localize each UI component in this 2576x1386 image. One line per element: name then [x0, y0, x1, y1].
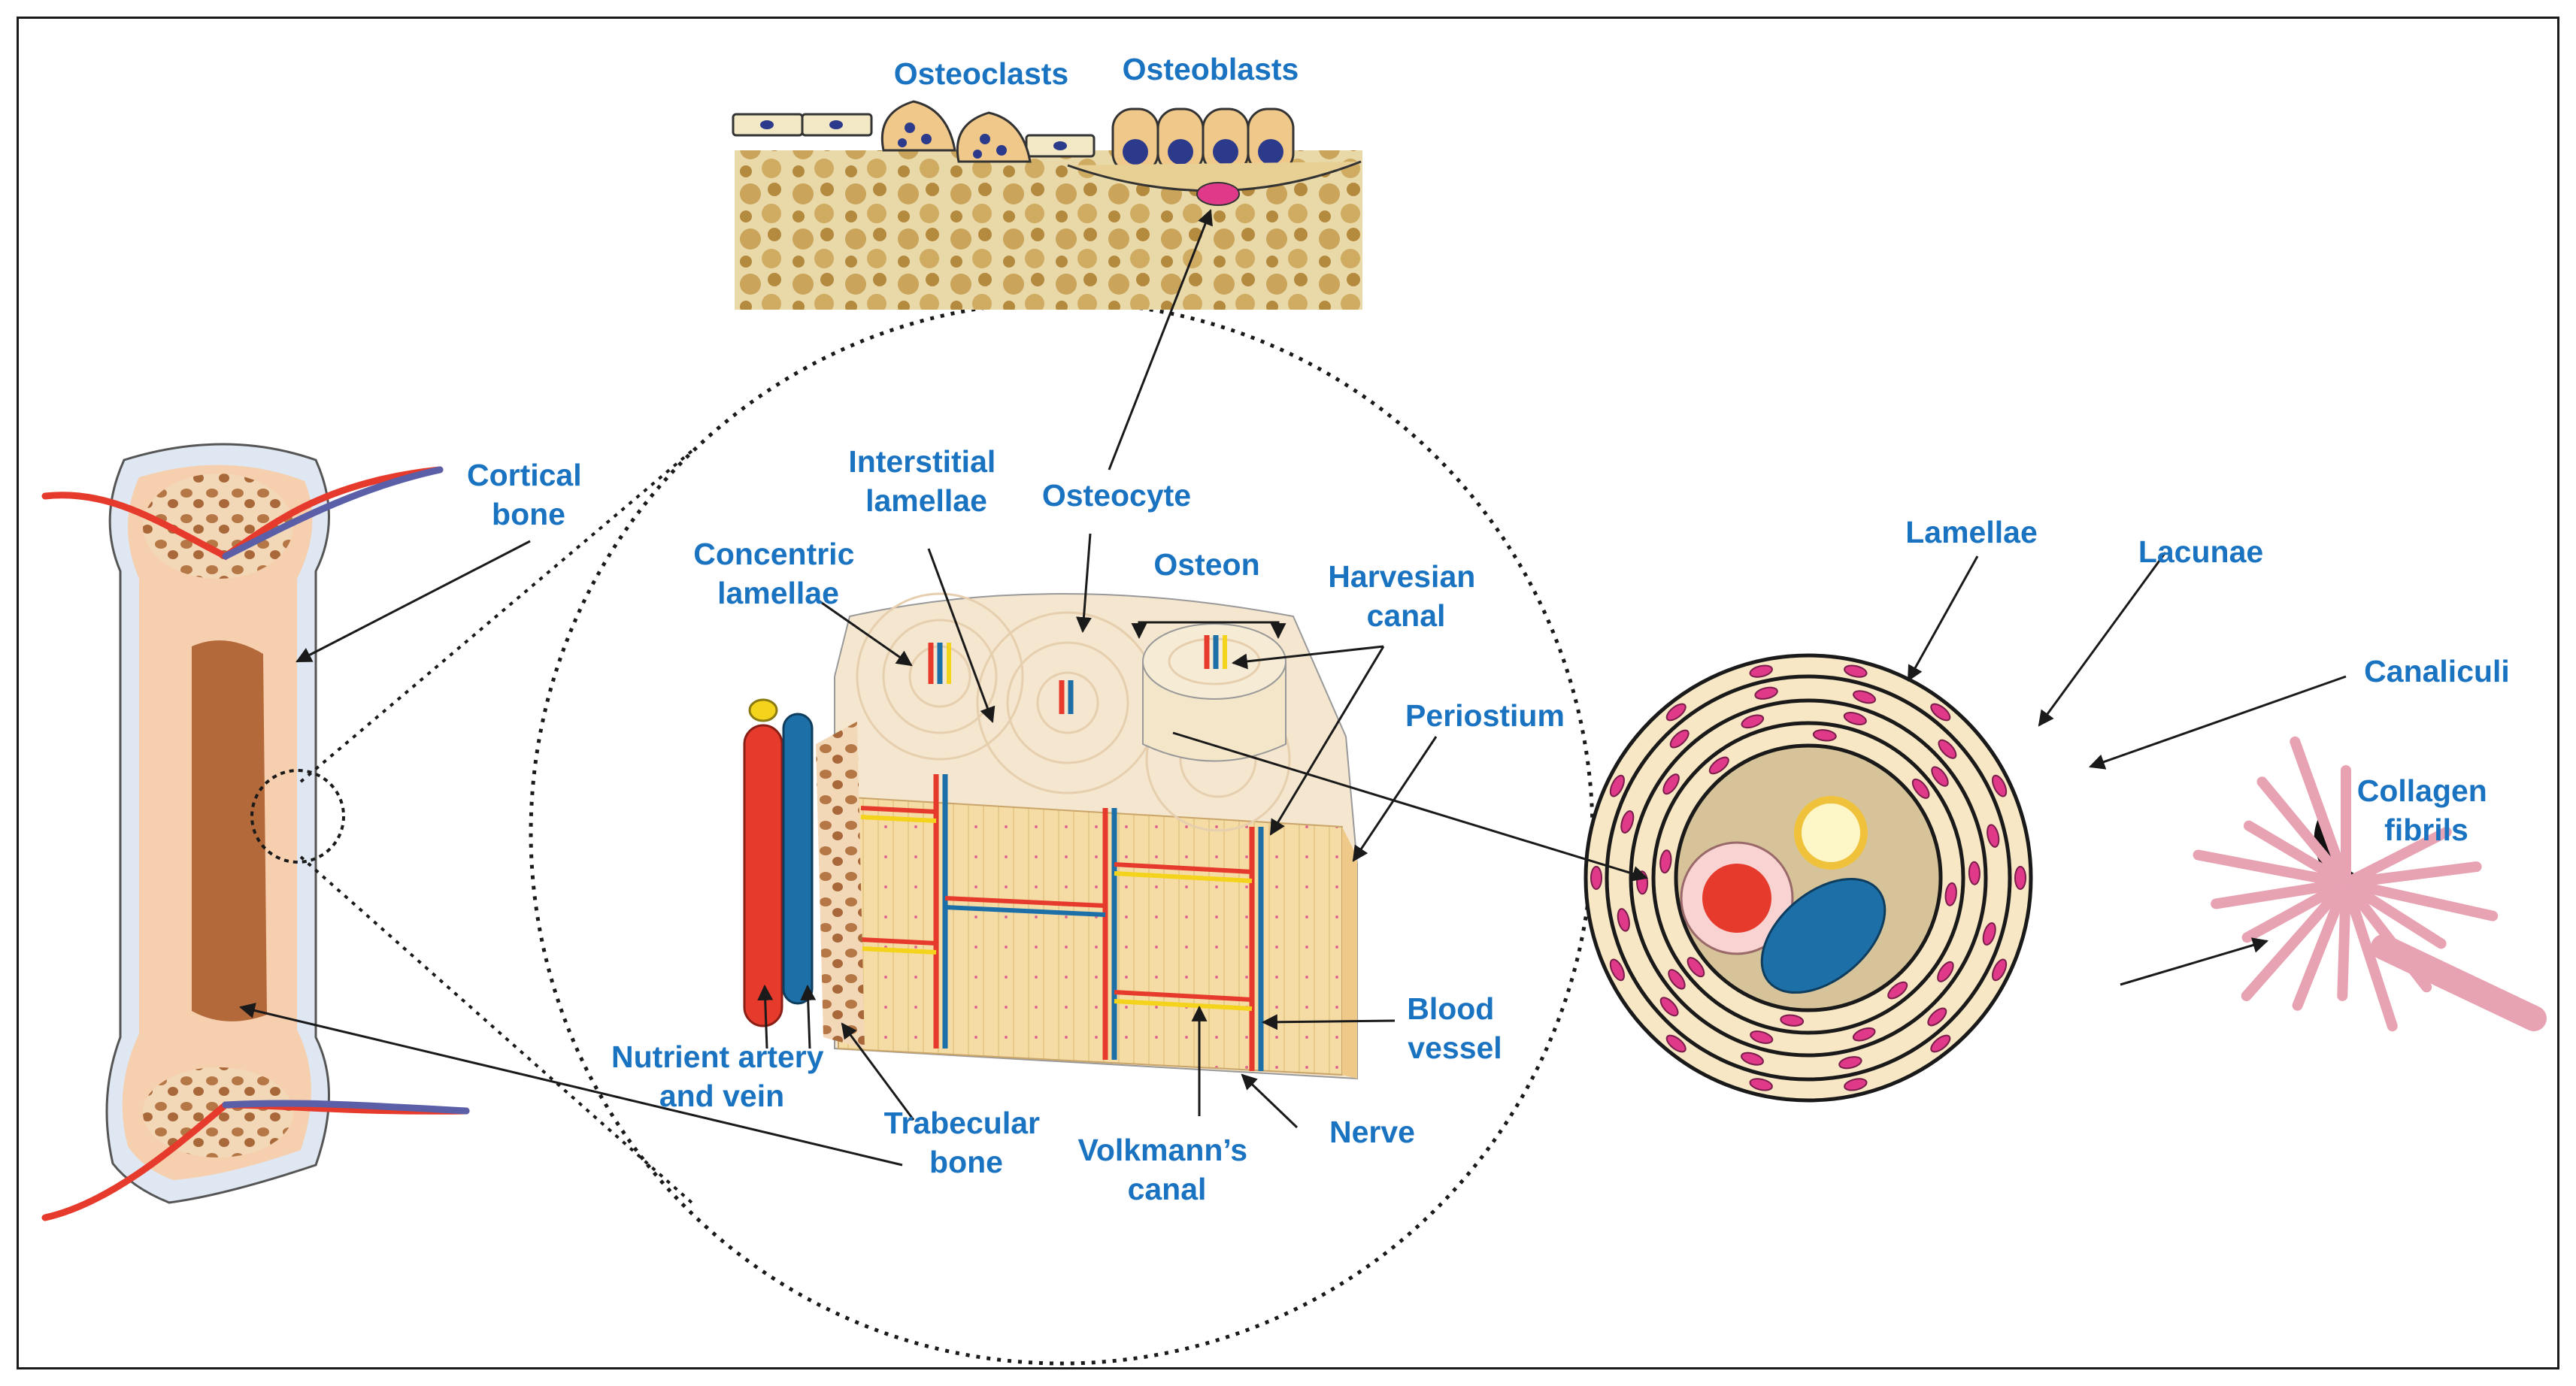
label-harvesian-canal: Harvesian canal	[1328, 559, 1483, 633]
lacuna-cell	[1930, 1034, 1951, 1053]
collagen-fibril	[2341, 826, 2452, 888]
cortical-bone-block-icon	[743, 592, 1358, 1080]
label-cortical-bone: Cortical bone	[467, 458, 590, 531]
bone-surface-cells-icon	[732, 100, 1362, 310]
lacuna-cell	[1843, 712, 1867, 725]
label-osteon: Osteon	[1153, 547, 1259, 582]
lacuna-cell	[1749, 1078, 1773, 1091]
lacuna-cell	[1844, 664, 1868, 678]
lacuna-cell	[1844, 1078, 1868, 1091]
collagen-fibril-strand	[2371, 934, 2547, 1031]
lacuna-cell	[1617, 908, 1630, 932]
lacuna-cell	[1659, 849, 1672, 874]
lacuna-cell	[1590, 866, 1602, 890]
label-osteocyte: Osteocyte	[1042, 478, 1191, 513]
label-nerve: Nerve	[1329, 1115, 1415, 1149]
lacuna-cell	[1749, 664, 1773, 678]
lacuna-cell	[1780, 1014, 1805, 1027]
lacuna-cell	[1852, 1027, 1876, 1042]
collagen-fibril	[2256, 776, 2351, 888]
lacuna-cell	[1620, 810, 1635, 834]
lacuna-cell	[1609, 774, 1625, 797]
osteon-cross-section-icon	[1583, 653, 2033, 1103]
label-lacunae: Lacunae	[2138, 534, 2263, 569]
collagen-fibril	[2341, 878, 2398, 1032]
lacuna-cell	[1944, 882, 1957, 906]
lacuna-cell	[1708, 756, 1729, 775]
label-lamellae: Lamellae	[1905, 515, 2038, 549]
lacuna-cell	[1887, 981, 1908, 1000]
leader-lines	[238, 209, 2347, 1167]
lacuna-cell	[1982, 922, 1996, 946]
lacuna-cell	[1609, 958, 1625, 982]
lacuna-cell	[1750, 1030, 1774, 1044]
collagen-fibril	[2341, 878, 2447, 949]
lacuna-cell	[2014, 866, 2026, 890]
label-collagen-fibrils: Collagen fibrils	[2357, 773, 2496, 847]
lacuna-cell	[1741, 714, 1765, 729]
lacuna-cell	[1668, 969, 1686, 990]
labels: Osteoclasts Osteoblasts Cortical bone In…	[467, 52, 2510, 1206]
collagen-fibril-bundle-icon	[2193, 736, 2547, 1032]
lacuna-cell	[1665, 703, 1687, 722]
long-bone-icon	[41, 443, 470, 1221]
bone-zoom-marker	[250, 769, 345, 864]
label-periostium: Periostium	[1405, 698, 1565, 733]
diagram-frame	[17, 17, 2559, 1369]
lacuna-cell	[1931, 766, 1949, 787]
lacuna-cell	[1741, 1052, 1764, 1066]
lacuna-cell	[1659, 997, 1679, 1017]
lacuna-cell	[1838, 1056, 1862, 1070]
collagen-fibril	[2337, 878, 2351, 1001]
collagen-fibril	[2341, 861, 2482, 888]
lacuna-cell	[1665, 1034, 1687, 1053]
collagen-fibril	[2241, 878, 2351, 943]
collagen-fibril	[2341, 878, 2499, 921]
lacuna-cell	[1968, 861, 1980, 885]
label-canaliculi: Canaliculi	[2364, 654, 2510, 688]
lacuna-cell	[1992, 958, 2008, 982]
collagen-fibril	[2211, 878, 2351, 909]
collagen-fibril	[2241, 878, 2351, 1001]
lacuna-cell	[1662, 773, 1680, 795]
lacuna-cell	[1853, 690, 1876, 704]
lacuna-cell	[1911, 778, 1930, 799]
lacuna-cell	[1927, 1007, 1947, 1027]
collagen-fibril	[2290, 736, 2351, 888]
label-osteoclasts: Osteoclasts	[894, 56, 1068, 91]
lacuna-cell	[1992, 774, 2008, 797]
label-blood-vessel: Blood vessel	[1407, 991, 1503, 1065]
label-trabecular-bone: Trabecular bone	[884, 1106, 1049, 1179]
label-interstitial-lamellae: Interstitial lamellae	[848, 444, 1004, 518]
collagen-fibril	[2292, 878, 2351, 1011]
label-nutrient-artery-vein: Nutrient artery and vein	[611, 1040, 832, 1113]
lacuna-cell	[1687, 957, 1705, 978]
collagen-fibril	[2243, 820, 2351, 888]
lacuna-cell	[1937, 961, 1954, 982]
lacuna-cell	[1938, 739, 1957, 759]
label-volkmanns-canal: Volkmann’s canal	[1078, 1133, 1256, 1206]
lacuna-cell	[1812, 729, 1837, 742]
collagen-fibril	[2193, 849, 2351, 888]
label-concentric-lamellae: Concentric lamellae	[693, 537, 863, 610]
lacuna-cell	[1987, 824, 2000, 848]
lacuna-cell	[1669, 729, 1690, 749]
lacuna-cell	[1930, 703, 1951, 722]
lacuna-cell	[1754, 686, 1778, 700]
label-osteoblasts: Osteoblasts	[1123, 52, 1299, 86]
